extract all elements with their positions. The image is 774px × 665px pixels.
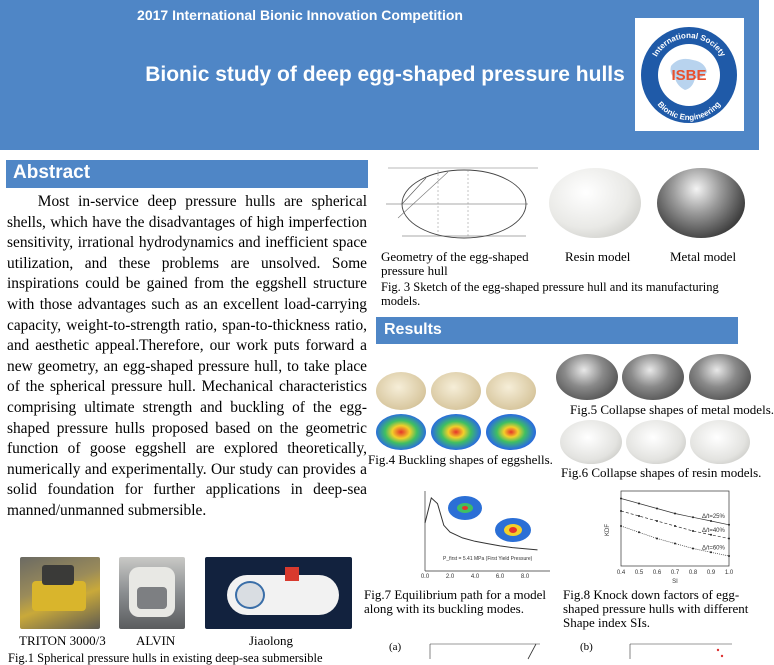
resin-collapse-2 xyxy=(626,420,686,464)
fig4-caption: Fig.4 Buckling shapes of eggshells. xyxy=(368,452,553,467)
resin-egg-model xyxy=(549,168,641,238)
panel-b-chart-stub xyxy=(629,643,732,659)
fig7-x-tick-label: 2.0 xyxy=(446,574,455,580)
buckling-mode-1 xyxy=(376,414,426,450)
fig8-data-point xyxy=(638,502,640,505)
fig8-data-point xyxy=(692,530,694,532)
fig1-caption: Fig.1 Spherical pressure hulls in existi… xyxy=(8,651,323,665)
egg-geometry-sketch xyxy=(386,167,538,239)
resin-collapse-1 xyxy=(560,420,622,464)
fig8-x-tick-label: 0.6 xyxy=(653,570,662,576)
fig8-data-point xyxy=(620,525,622,527)
buckling-mode-3 xyxy=(486,414,536,450)
logo-center-text: ISBE xyxy=(671,67,706,84)
fig8-data-point xyxy=(656,537,658,540)
fig7-x-tick-label: 8.0 xyxy=(521,574,530,580)
poster-title: Bionic study of deep egg-shaped pressure… xyxy=(145,63,625,86)
equilibrium-path-chart: 0.0 2.0 4.0 6.0 8.0 P_first = 5.41 MPa (Firs… xyxy=(421,491,550,580)
fig7-annotation: P_first = 5.41 MPa (First Yield Pressure… xyxy=(443,556,533,562)
abstract-body: Most in-service deep pressure hulls are … xyxy=(7,193,367,519)
fig8-data-point xyxy=(674,512,676,515)
metal-collapse-2 xyxy=(622,354,684,400)
fig6-caption: Fig.6 Collapse shapes of resin models. xyxy=(561,465,762,480)
fig8-series-label: Δ/t=60% xyxy=(702,545,726,551)
abstract-heading: Abstract xyxy=(6,160,368,188)
knockdown-factor-chart: 0.4 0.5 0.6 0.7 0.8 0.9 1.0 Δ/t=25% Δ/t=40% Δ/t=… xyxy=(605,490,734,585)
fig8-data-point xyxy=(728,555,730,557)
isbe-logo: International Society Bionic Engineering… xyxy=(635,18,744,131)
fig8-data-point xyxy=(620,510,622,512)
geometry-label: Geometry of the egg-shaped pressure hull xyxy=(381,249,529,278)
fig8-x-tick-label: 0.7 xyxy=(671,570,680,576)
fig8-ylabel: KDF xyxy=(605,524,611,536)
competition-name: 2017 International Bionic Innovation Com… xyxy=(137,7,463,23)
fig8-series-label: Δ/t=25% xyxy=(702,514,726,520)
fig8-x-tick-label: 0.4 xyxy=(617,570,626,576)
results-heading: Results xyxy=(376,317,738,344)
resin-collapse-3 xyxy=(690,420,750,464)
fig8-series-label: Δ/t=40% xyxy=(702,528,726,534)
fig8-xlabel: SI xyxy=(672,579,678,585)
equilibrium-path-line xyxy=(424,496,538,551)
panel-b-label: (b) xyxy=(580,641,593,653)
fig7-x-tick-label: 0.0 xyxy=(421,574,430,580)
eggshell-photo-2 xyxy=(431,372,481,410)
panel-a-label: (a) xyxy=(389,641,402,653)
buckling-mode-2 xyxy=(431,414,481,450)
fig8-data-point xyxy=(674,525,676,527)
fig8-data-point xyxy=(710,533,712,536)
fig8-data-point xyxy=(692,547,694,550)
metal-egg-model xyxy=(657,168,745,238)
eggshell-photo-1 xyxy=(376,372,426,410)
fig1-label-alvin: ALVIN xyxy=(136,633,176,648)
metal-collapse-1 xyxy=(556,354,618,400)
fig8-x-tick-label: 0.9 xyxy=(707,570,716,576)
metal-model-label: Metal model xyxy=(670,249,737,264)
fig7-x-tick-label: 6.0 xyxy=(496,574,505,580)
eggshell-photo-3 xyxy=(486,372,536,410)
panel-a-chart-stub xyxy=(429,643,540,660)
triton-photo xyxy=(20,557,100,629)
metal-collapse-3 xyxy=(689,354,751,400)
fig8-data-point xyxy=(710,551,712,554)
fig8-data-point xyxy=(674,542,676,545)
fig8-data-point xyxy=(728,537,730,540)
fig3-caption: Fig. 3 Sketch of the egg-shaped pressure… xyxy=(381,280,719,308)
fig8-data-point xyxy=(710,520,712,522)
fig8-data-point xyxy=(728,523,730,526)
poster-header: 2017 International Bionic Innovation Com… xyxy=(0,0,759,150)
fig8-series-line xyxy=(620,498,730,526)
alvin-photo xyxy=(119,557,185,629)
fig8-data-point xyxy=(638,531,640,534)
fig5-caption: Fig.5 Collapse shapes of metal models. xyxy=(570,402,774,417)
fig8-x-tick-label: 1.0 xyxy=(725,570,734,576)
fig8-data-point xyxy=(656,520,658,522)
fig8-data-point xyxy=(620,497,622,500)
fig7-x-tick-label: 4.0 xyxy=(471,574,480,580)
fig1-label-triton: TRITON 3000/3 xyxy=(19,633,106,648)
fig8-data-point xyxy=(692,516,694,519)
fig8-x-tick-label: 0.5 xyxy=(635,570,644,576)
fig7-caption: Fig.7 Equilibrium path for a model along… xyxy=(364,587,546,616)
resin-model-label: Resin model xyxy=(565,249,631,264)
jiaolong-photo xyxy=(205,557,352,629)
fig8-caption: Fig.8 Knock down factors of egg-shaped p… xyxy=(563,587,749,630)
fig8-data-point xyxy=(638,515,640,517)
fig1-label-jiaolong: Jiaolong xyxy=(249,633,294,648)
fig8-x-tick-label: 0.8 xyxy=(689,570,698,576)
fig8-data-point xyxy=(656,507,658,510)
